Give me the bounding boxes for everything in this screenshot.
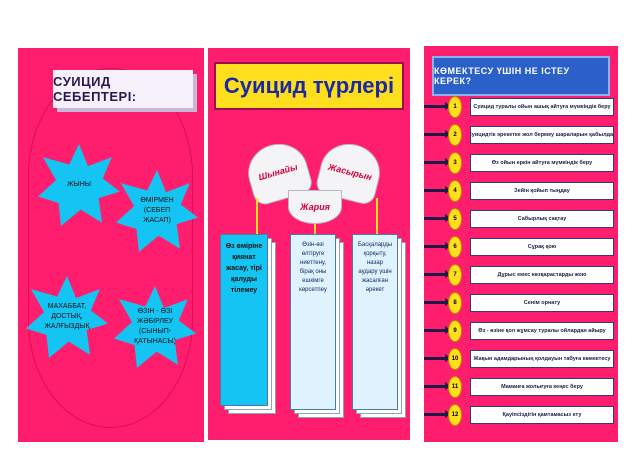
type-card-3-text: Басқаларды қорқыту, назар аудару үшін жа… [352,234,398,410]
connector-middle [314,224,316,236]
arrow-icon [424,102,451,110]
help-row: 2 Суицидтік әрекетке жол бермеу шараларын… [424,124,628,146]
arrow-icon [424,270,451,278]
help-row: 10 Жақын адамдарының қолдауын табуға көме… [424,348,628,370]
help-text: Жақын адамдарының қолдауын табуға көмект… [470,350,614,368]
arrow-icon [424,326,451,334]
help-row: 5 Сабырлық сақтау [424,208,628,230]
help-number: 3 [448,152,462,174]
help-text: Қауіпсіздігін қамтамасыз ету [470,406,614,424]
causes-panel: СУИЦИД СЕБЕПТЕРІ: ЖЫНЫ ӨМІРМЕН (СЕБЕП ЖА… [18,48,204,442]
help-text: Суицидтік әрекетке жол бермеу шараларын … [470,126,614,144]
help-row: 12 Қауіпсіздігін қамтамасыз ету [424,404,628,426]
help-number: 8 [448,292,462,314]
connector-left [256,198,258,236]
help-number: 6 [448,236,462,258]
help-number: 2 [448,124,462,146]
arrow-icon [424,354,451,362]
help-text: Зейін қойып тыңдау [470,182,614,200]
type-card-2: Өзін-өзі өлтіруге ниеттену, бірақ оны еш… [290,234,346,424]
help-number: 11 [448,376,462,398]
arrow-icon [424,242,451,250]
types-panel: Суицид түрлері Шынайы Жасырын Жария Өз ө… [208,48,410,440]
type-card-1-text: Өз өміріне қиянат жасау, тірі қалуды тіл… [220,234,268,406]
help-text: Дұрыс емес көзқарастарды жою [470,266,614,284]
arrow-icon [424,158,451,166]
help-panel: КӨМЕКТЕСУ ҮШІН НЕ ІСТЕУ КЕРЕК? 1 Суицид т… [424,46,618,442]
type-card-2-text: Өзін-өзі өлтіруге ниеттену, бірақ оны еш… [290,234,336,410]
help-row: 9 Өз - өзіне қол жұмсау туралы ойлардан а… [424,320,628,342]
decorative-curve [28,68,193,428]
help-row: 4 Зейін қойып тыңдау [424,180,628,202]
connector-right [376,198,378,236]
causes-title: СУИЦИД СЕБЕПТЕРІ: [53,70,193,108]
help-text: Суицид туралы ойын ашық айтуға мүмкіндік… [470,98,614,116]
help-text: Сұрақ қою [470,238,614,256]
help-row: 7 Дұрыс емес көзқарастарды жою [424,264,628,286]
arrow-icon [424,186,451,194]
help-text: Сабырлық сақтау [470,210,614,228]
arrow-icon [424,214,451,222]
help-text: Өз ойын еркін айтуға мүмкіндік беру [470,154,614,172]
help-number: 5 [448,208,462,230]
arrow-icon [424,130,451,138]
help-number: 12 [448,404,462,426]
arrow-icon [424,410,451,418]
type-card-1: Өз өміріне қиянат жасау, тірі қалуды тіл… [220,234,278,420]
help-number: 9 [448,320,462,342]
help-title: КӨМЕКТЕСУ ҮШІН НЕ ІСТЕУ КЕРЕК? [432,56,610,96]
help-row: 3 Өз ойын еркін айтуға мүмкіндік беру [424,152,628,174]
help-number: 1 [448,96,462,118]
help-text: Өз - өзіне қол жұмсау туралы ойлардан ай… [470,322,614,340]
arrow-icon [424,298,451,306]
help-number: 10 [448,348,462,370]
help-row: 11 Маманға жолығуға кеңес беру [424,376,628,398]
help-number: 7 [448,264,462,286]
type-label-open: Жария [288,190,342,224]
types-title: Суицид түрлері [214,62,404,110]
help-row: 8 Сенім орнату [424,292,628,314]
help-row: 6 Сұрақ қою [424,236,628,258]
help-text: Маманға жолығуға кеңес беру [470,378,614,396]
help-row: 1 Суицид туралы ойын ашық айтуға мүмкінді… [424,96,628,118]
arrow-icon [424,382,451,390]
help-number: 4 [448,180,462,202]
help-text: Сенім орнату [470,294,614,312]
type-card-3: Басқаларды қорқыту, назар аудару үшін жа… [352,234,410,424]
